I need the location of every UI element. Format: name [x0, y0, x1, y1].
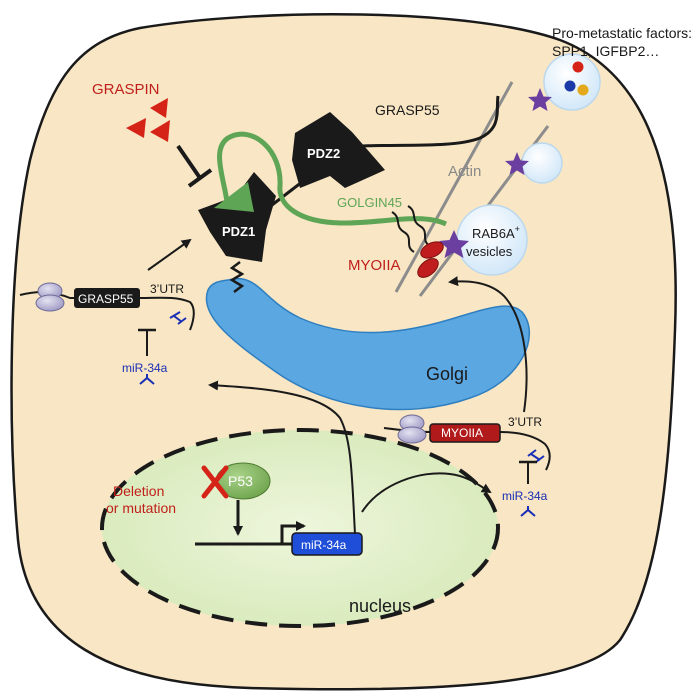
actin-label: Actin [448, 163, 481, 180]
factor-dot [577, 84, 589, 96]
pro-metastatic-examples: SPP1, IGFBP2… [552, 43, 659, 59]
golgi-label: Golgi [426, 364, 468, 384]
myoiia-box-label: MYOIIA [441, 426, 483, 440]
graspin-inhibition-bar [187, 168, 213, 188]
myoiia-tail [391, 211, 415, 253]
pdz1-label: PDZ1 [222, 224, 255, 239]
golgin45-label: GOLGIN45 [337, 195, 402, 210]
p53-label: P53 [228, 473, 253, 489]
mir34a-gene-box [291, 532, 363, 556]
rab6a-star-icon [439, 230, 469, 258]
deletion-x-icon [201, 465, 229, 499]
transcription-start-arrow [280, 521, 306, 544]
mirna-icon [520, 506, 536, 517]
golgin45 [217, 131, 448, 227]
rab6a-star-icon [505, 152, 529, 175]
mirna-bound-icon [169, 311, 187, 325]
myoiia-translation-arrow [448, 276, 528, 413]
mirna-bound-icon [527, 449, 545, 463]
nucleus-label: nucleus [349, 596, 411, 616]
secretory-vesicle [521, 142, 563, 184]
mutation-label: or mutation [106, 500, 176, 516]
translation-arrow [147, 238, 192, 271]
nucleus [100, 428, 500, 628]
graspin-triangle-icon [126, 118, 146, 138]
graspin-bound-triangle-icon [214, 182, 254, 212]
mirna-icon [139, 374, 155, 385]
grasp55-box-label: GRASP55 [78, 292, 134, 306]
myoiia-motor-icon [417, 258, 439, 278]
utr-right-label: 3’UTR [508, 415, 542, 429]
factor-dot [564, 80, 576, 92]
ribosome-icon [397, 426, 427, 444]
rab6a-superscript: + [515, 224, 520, 234]
graspin-triangle-icon [150, 120, 170, 142]
pro-metastatic-label: Pro-metastatic factors: [552, 25, 692, 41]
mir34a-right-label: miR-34a [502, 489, 548, 503]
myoiia-motor-icon [420, 241, 444, 259]
factor-dot [572, 61, 584, 73]
rab6a-star-icon [528, 88, 552, 111]
utr-left-label: 3’UTR [150, 282, 184, 296]
mir34a-export-arrow [208, 380, 356, 535]
golgi [205, 277, 531, 411]
pdz-linker [271, 180, 303, 207]
rab6a-label: RAB6A+ [472, 224, 520, 241]
graspin-triangle-icon [150, 98, 168, 118]
myoiia-gene-box [429, 423, 501, 443]
ribosome-icon [35, 294, 65, 312]
mir34a-gene-label: miR-34a [301, 538, 347, 552]
pdz2-domain [292, 112, 385, 188]
myoiia-label: MYOIIA [348, 257, 401, 274]
vesicles-label: vesicles [466, 244, 513, 259]
myoiia-tail [407, 205, 431, 247]
mir34a-export-arrow [361, 472, 492, 513]
deletion-label: Deletion [113, 483, 164, 499]
pdz1-domain [198, 172, 276, 262]
grasp55-gene-box [74, 288, 140, 308]
pdz2-label: PDZ2 [307, 146, 340, 161]
membrane-anchor [229, 261, 245, 293]
mir34a-left-label: miR-34a [122, 361, 168, 375]
rab6a-label-text: RAB6A [472, 226, 515, 241]
grasp55-tail [339, 95, 500, 150]
actin-filament [394, 81, 514, 293]
grasp55-label: GRASP55 [375, 102, 440, 118]
graspin-label: GRASPIN [92, 81, 160, 98]
graspin-inhibition-line [176, 144, 202, 180]
